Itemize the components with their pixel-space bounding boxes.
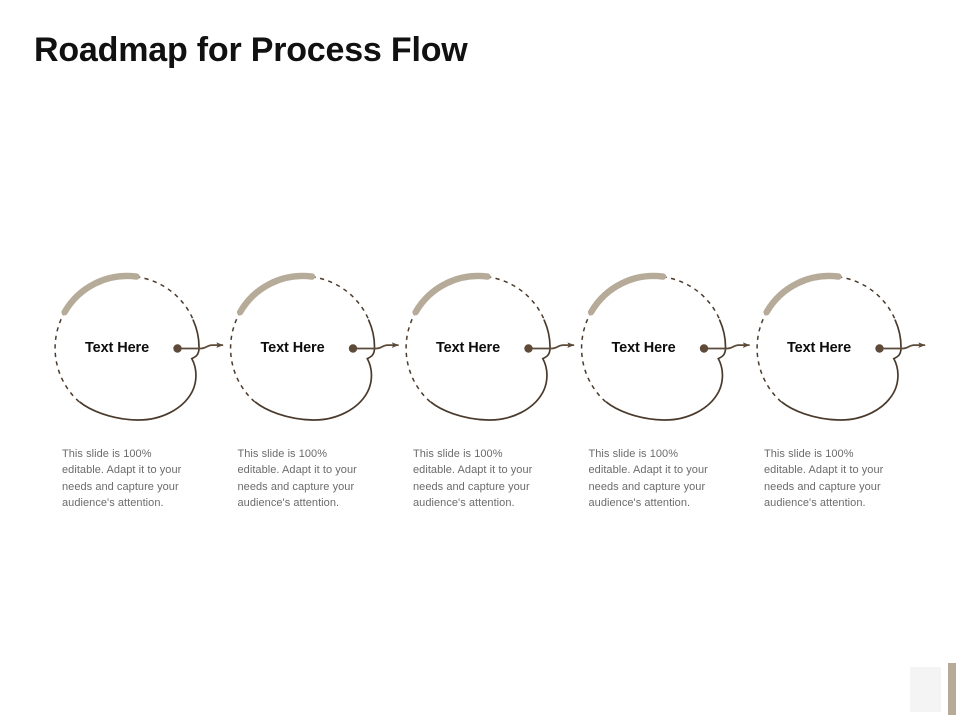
step-body-2: This slide is 100% editable. Adapt it to… [237, 448, 357, 510]
step-body-4: This slide is 100% editable. Adapt it to… [588, 448, 708, 510]
step-label-4[interactable]: Text Here [611, 340, 676, 356]
page-title: Roadmap for Process Flow [34, 31, 468, 69]
corner-strip-decoration [948, 663, 956, 715]
step-label-5[interactable]: Text Here [786, 340, 852, 356]
corner-square-decoration [910, 667, 941, 712]
step-label-2[interactable]: Text Here [260, 340, 325, 356]
step-label-1[interactable]: Text Here [84, 340, 150, 356]
step-body-5: This slide is 100% editable. Adapt it to… [764, 448, 884, 510]
step-body-1: This slide is 100% editable. Adapt it to… [62, 448, 182, 510]
step-body-3: This slide is 100% editable. Adapt it to… [413, 448, 533, 510]
step-label-3[interactable]: Text Here [435, 340, 501, 356]
